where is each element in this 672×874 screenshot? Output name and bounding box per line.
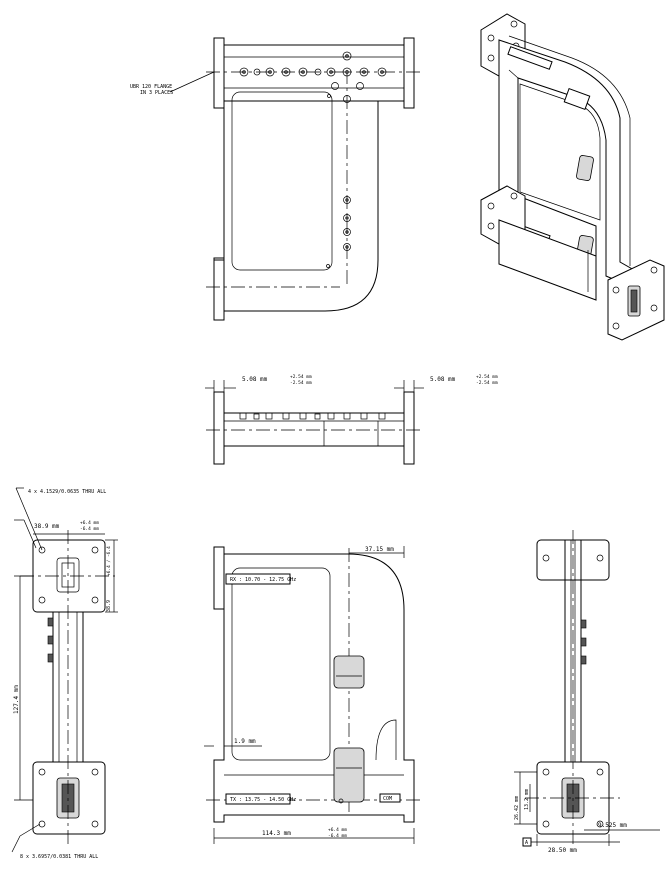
- gap-left-tol-minus: -2.54 mm: [290, 380, 312, 386]
- wall-thickness-value: 1.9 mm: [234, 738, 256, 745]
- top-view: UBR 120 FLANGE IN 3 PLACES: [130, 37, 420, 321]
- rx-band-label: RX : 10.70 - 12.75 GHz: [230, 577, 296, 583]
- flange-height-tol: +6.4 / -6.4: [106, 546, 112, 576]
- gap-right-tol-minus: -2.54 mm: [476, 380, 498, 386]
- com-port-plate: [379, 793, 401, 803]
- flange-note-line1: UBR 120 FLANGE: [130, 84, 172, 90]
- gap-left-tol-plus: +2.54 mm: [290, 374, 312, 380]
- hole-note-top: 4 x 4.1529/0.0635 THRU ALL: [28, 489, 106, 495]
- left-end-view: 4 x 4.1529/0.0635 THRU ALL 38.9 mm +6.4 …: [11, 487, 118, 860]
- gap-right-tol-plus: +2.54 mm: [476, 374, 498, 380]
- flange-height-value: 38.9: [106, 600, 112, 612]
- flange-width-tol-minus: -6.4 mm: [80, 526, 99, 532]
- flange-width-value: 38.9 mm: [34, 523, 60, 530]
- overall-length-tol-minus: -6.4 mm: [328, 833, 347, 839]
- side-height-outer: 26.42 mm: [514, 796, 520, 820]
- right-end-view: 26.42 mm 13.2 mm A 28.50 mm 9.525 mm: [514, 530, 660, 854]
- bend-offset-value: 37.15 mm: [365, 546, 394, 553]
- side-offset-value: 9.525 mm: [598, 822, 627, 829]
- tuning-screws-top: [239, 51, 387, 103]
- tx-band-plate: [225, 793, 291, 805]
- front-view: 5.08 mm +2.54 mm -2.54 mm 5.08 mm +2.54 …: [205, 374, 498, 465]
- overall-length-value: 114.3 mm: [262, 830, 291, 837]
- flange-width-tol-plus: +6.4 mm: [80, 520, 99, 526]
- port-spacing-value: 127.4 mm: [13, 685, 20, 714]
- hole-note-bottom: 8 x 3.6957/0.0381 THRU ALL: [20, 854, 98, 860]
- screw-heads-side: [239, 412, 386, 420]
- side-width-value: 28.50 mm: [548, 847, 577, 854]
- side-view: RX : 10.70 - 12.75 GHz TX : 13.75 - 14.5…: [204, 546, 420, 844]
- tx-band-label: TX : 13.75 - 14.50 GHz: [230, 797, 296, 803]
- overall-length-tol-plus: +6.4 mm: [328, 827, 347, 833]
- gap-left-value: 5.08 mm: [242, 376, 268, 383]
- com-port-label: COM: [383, 796, 392, 802]
- side-height-inner: 13.2 mm: [524, 789, 530, 810]
- datum-a-label: A: [525, 840, 528, 846]
- flange-note-line2: IN 3 PLACES: [140, 90, 173, 96]
- gap-right-value: 5.08 mm: [430, 376, 456, 383]
- tuning-screws-leg: [343, 196, 351, 251]
- isometric-view: [480, 13, 665, 341]
- rx-band-plate: [225, 573, 291, 585]
